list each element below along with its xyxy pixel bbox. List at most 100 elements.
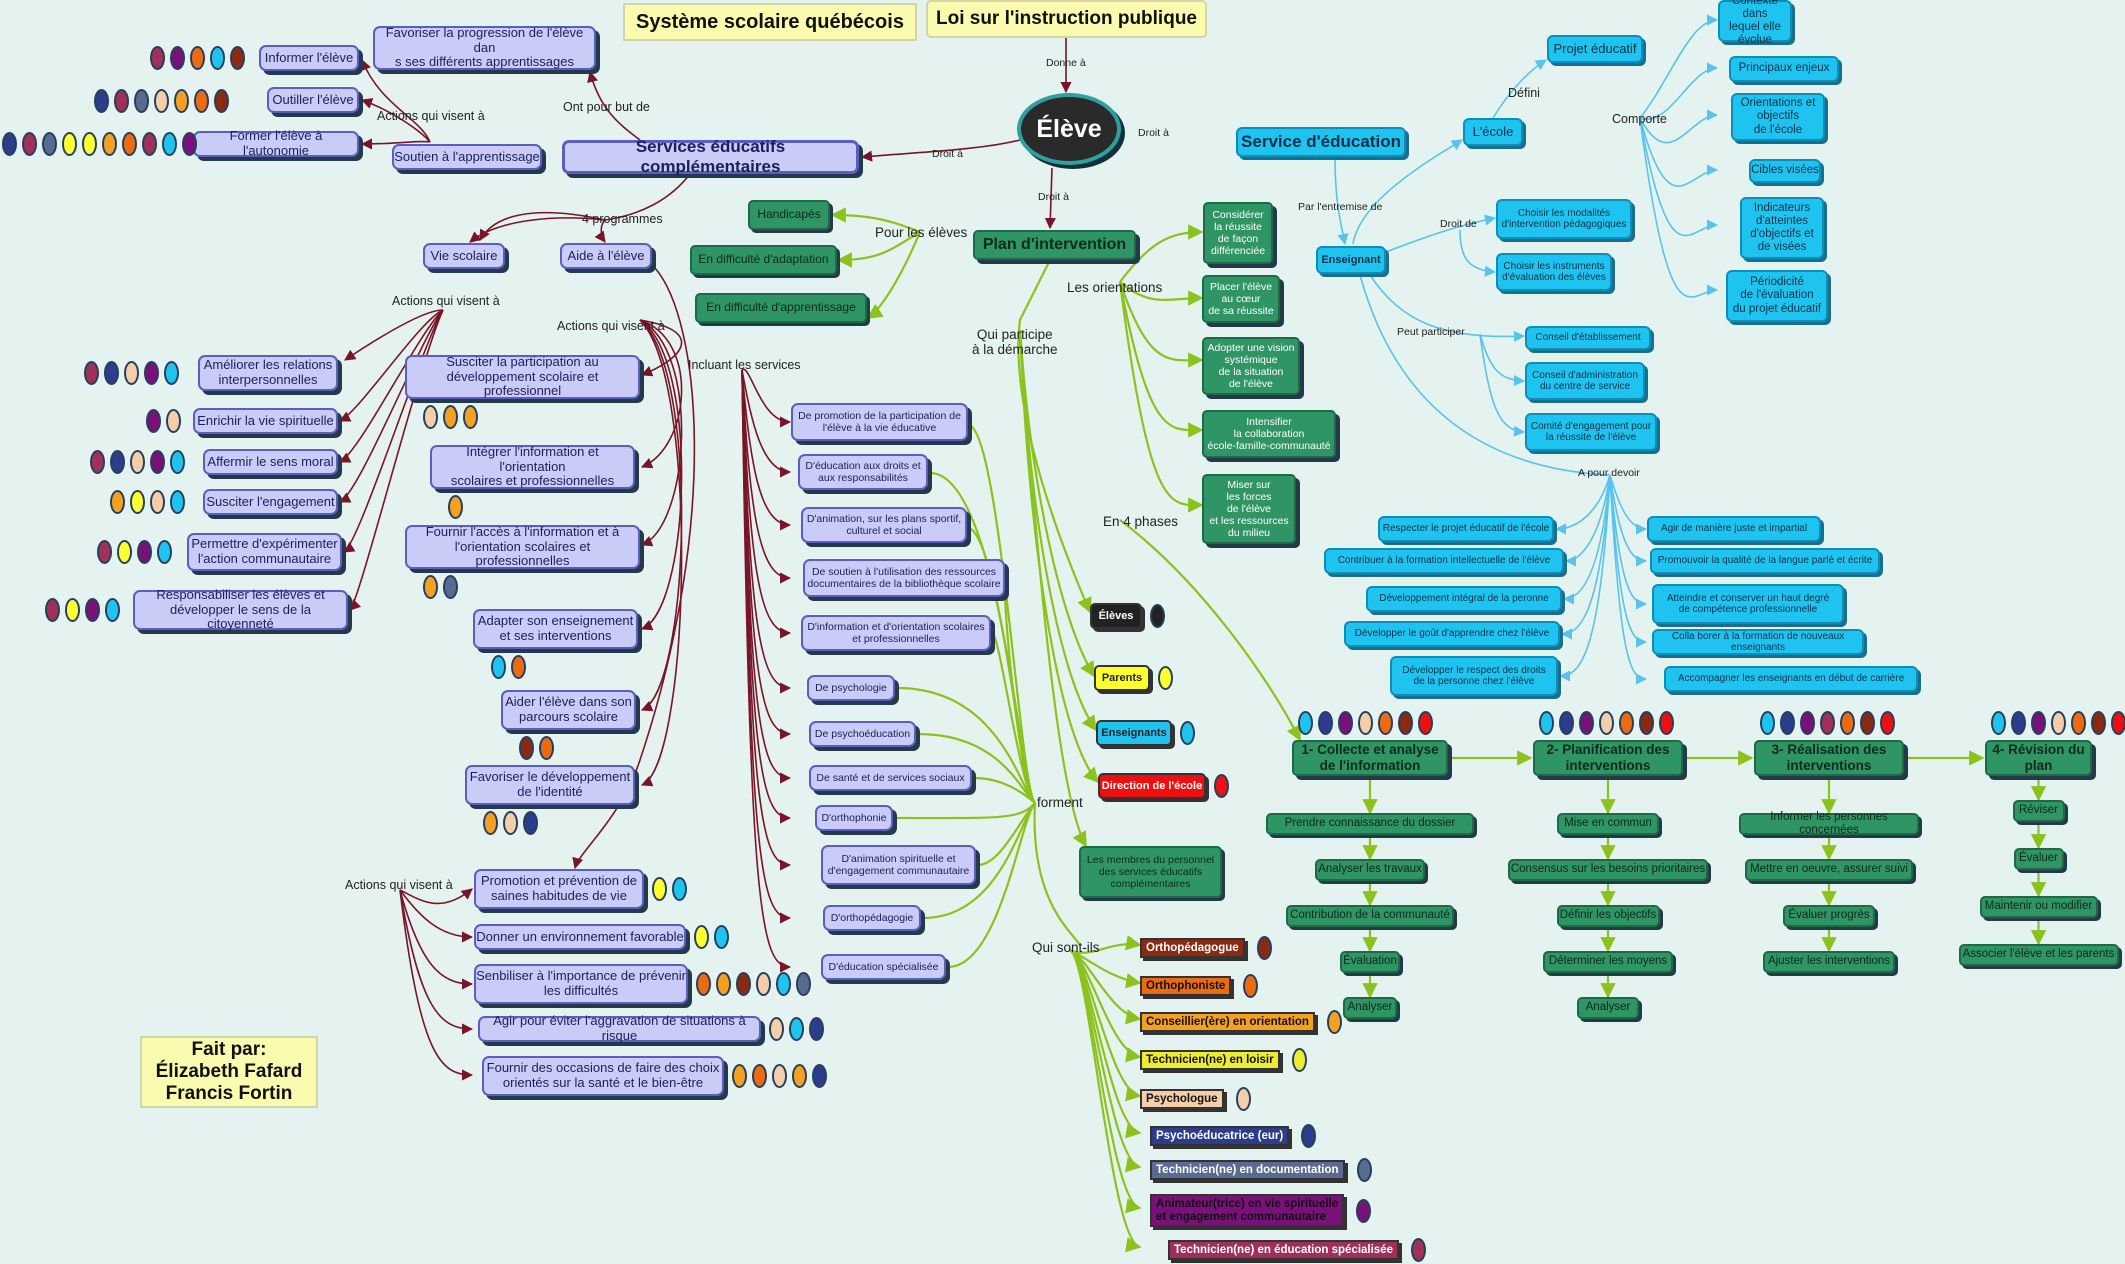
service-complementaire[interactable]: De psychologie	[807, 675, 895, 701]
service-complementaire[interactable]: D'orthopédagogie	[823, 905, 921, 931]
phase-step[interactable]: Analyser les travaux	[1315, 859, 1425, 881]
service-complementaire[interactable]: De psychoéducation	[809, 721, 916, 747]
devoir-enseignant[interactable]: Développement intégral de la peronne	[1366, 586, 1562, 612]
devoir-enseignant[interactable]: Contribuer à la formation intellectuelle…	[1324, 548, 1564, 574]
enseignant-node[interactable]: Enseignant	[1316, 246, 1386, 274]
phase-step[interactable]: Consensus sur les besoins prioritaires	[1508, 859, 1708, 881]
vie-scolaire-action[interactable]: Permettre d'expérimenter l'action commun…	[187, 533, 342, 571]
phase-step[interactable]: Associer l'élève et les parents	[1958, 944, 2119, 966]
phase-step[interactable]: Prendre connaissance du dossier	[1266, 813, 1474, 835]
participant[interactable]: Direction de l'école	[1098, 773, 1206, 799]
orientation[interactable]: Miser sur les forces de l'élève et les r…	[1202, 474, 1296, 544]
participant[interactable]: Enseignants	[1096, 720, 1172, 746]
professional-label[interactable]: Technicien(ne) en loisir	[1140, 1050, 1280, 1070]
phase-step[interactable]: Analyser	[1343, 997, 1397, 1019]
phase-step[interactable]: Mettre en oeuvre, assurer suivi	[1745, 859, 1913, 881]
devoir-enseignant[interactable]: Atteindre et conserver un haut degré de …	[1652, 584, 1844, 624]
service-complementaire[interactable]: De santé et de services sociaux	[809, 765, 972, 791]
phase-step[interactable]: Déterminer les moyens	[1543, 951, 1673, 973]
eleve-node[interactable]: Élève	[1017, 93, 1121, 165]
service-complementaire[interactable]: D'animation, sur les plans sportif, cult…	[801, 507, 967, 543]
aide-eleve-action[interactable]: Intégrer l'information et l'orientation …	[430, 444, 635, 489]
phase-step[interactable]: Analyser	[1577, 997, 1639, 1019]
eleve-type[interactable]: En difficulté d'apprentissage	[695, 293, 867, 323]
instance-participation[interactable]: Conseil d'administration du centre de se…	[1525, 362, 1645, 400]
phase-step[interactable]: Maintenir ou modifier	[1979, 896, 2098, 918]
phase-step[interactable]: Réviser	[2012, 800, 2065, 822]
aide-eleve-action[interactable]: Fournir l'accès à l'information et à l'o…	[405, 524, 640, 569]
services-complementaires-node[interactable]: Services éducatifs complémentaires	[562, 137, 859, 176]
professional-label[interactable]: Orthophoniste	[1140, 976, 1232, 996]
vie-scolaire-action[interactable]: Améliorer les relations interpersonnelle…	[198, 355, 338, 391]
projet-item[interactable]: Cibles visées	[1749, 159, 1821, 183]
professional-label[interactable]: Psychologue	[1140, 1089, 1224, 1109]
orientation[interactable]: Intensifier la collaboration école-famil…	[1202, 410, 1336, 458]
bottom-action[interactable]: Agir pour éviter l'aggravation de situat…	[478, 1013, 761, 1043]
professional-label[interactable]: Technicien(ne) en documentation	[1150, 1160, 1345, 1180]
orientation[interactable]: Adopter une vision systémique de la situ…	[1202, 337, 1300, 395]
service-complementaire[interactable]: D'éducation aux droits et aux responsabi…	[798, 454, 928, 490]
devoir-enseignant[interactable]: Accompagner les enseignants en début de …	[1664, 666, 1918, 692]
participant[interactable]: Élèves	[1090, 603, 1142, 629]
phase-node[interactable]: 3- Réalisation des interventions	[1754, 740, 1904, 776]
aide-eleve-action[interactable]: Adapter son enseignement et ses interven…	[473, 609, 638, 649]
professional-label[interactable]: Animateur(trice) en vie spirituelle et e…	[1150, 1194, 1345, 1228]
orientation[interactable]: Placer l'élève au cœur de sa réussite	[1202, 275, 1280, 323]
professional-label[interactable]: Technicien(ne) en éducation spécialisée	[1168, 1240, 1399, 1260]
aide-eleve-action[interactable]: Aider l'élève dans son parcours scolaire	[501, 690, 636, 730]
devoir-enseignant[interactable]: Développer le respect des droits de la p…	[1390, 656, 1558, 696]
vie-scolaire-action[interactable]: Responsabiliser les élèves et développer…	[133, 587, 348, 631]
aide-eleve-action[interactable]: Susciter la participation au développeme…	[405, 354, 640, 399]
service-complementaire[interactable]: D'animation spirituelle et d'engagement …	[821, 845, 976, 885]
former-eleve-node[interactable]: Former l'élève à l'autonomie	[193, 128, 359, 158]
service-complementaire[interactable]: D'orthophonie	[815, 805, 893, 831]
outiller-eleve-node[interactable]: Outiller l'élève	[267, 87, 359, 113]
projet-item[interactable]: Orientations et objectifs de l'école	[1731, 93, 1825, 141]
projet-item[interactable]: Indicateurs d'atteintes d'objectifs et d…	[1740, 197, 1824, 259]
professional-label[interactable]: Orthopédagogue	[1140, 938, 1245, 958]
droit-enseignant[interactable]: Choisir les instruments d'évaluation des…	[1496, 253, 1612, 291]
favoriser-progression-node[interactable]: Favoriser la progression de l'élève dan …	[373, 25, 596, 70]
devoir-enseignant[interactable]: Promouvoir la qualité de la langue parlé…	[1650, 548, 1880, 574]
phase-node[interactable]: 1- Collecte et analyse de l'information	[1292, 740, 1448, 776]
professional-label[interactable]: Psychoéducatrice (eur)	[1150, 1126, 1290, 1146]
aide-eleve-action[interactable]: Favoriser le développement de l'identité	[465, 765, 635, 805]
vie-scolaire-node[interactable]: Vie scolaire	[423, 243, 505, 269]
ecole-node[interactable]: L'école	[1463, 118, 1523, 146]
instance-participation[interactable]: Comité d'engagement pour la réussite de …	[1525, 413, 1657, 451]
projet-item[interactable]: Contexte dans lequel elle évolue	[1718, 0, 1792, 46]
vie-scolaire-action[interactable]: Affermir le sens moral	[203, 449, 338, 475]
phase-node[interactable]: 4- Révision du plan	[1985, 740, 2092, 776]
aide-eleve-node[interactable]: Aide à l'élève	[560, 243, 652, 269]
professional-label[interactable]: Conseillier(ère) en orientation	[1140, 1012, 1315, 1032]
participant[interactable]: Parents	[1094, 665, 1150, 691]
devoir-enseignant[interactable]: Respecter le projet éducatif de l'école	[1378, 516, 1554, 542]
phase-step[interactable]: Évaluer progrès	[1783, 905, 1875, 927]
service-education-node[interactable]: Service d'éducation	[1236, 127, 1406, 157]
service-complementaire[interactable]: D'éducation spécialisée	[821, 954, 946, 980]
phase-step[interactable]: Définir les objectifs	[1556, 905, 1660, 927]
vie-scolaire-action[interactable]: Enrichir la vie spirituelle	[193, 408, 338, 434]
phase-step[interactable]: Évaluation	[1340, 951, 1400, 973]
phase-step[interactable]: Ajuster les interventions	[1763, 951, 1895, 973]
service-complementaire[interactable]: De soutien à l'utilisation des ressource…	[803, 559, 1005, 597]
informer-eleve-node[interactable]: Informer l'élève	[259, 45, 359, 71]
bottom-action[interactable]: Donner un environnement favorable	[474, 924, 686, 950]
projet-item[interactable]: Périodicité de l'évaluation du projet éd…	[1726, 270, 1828, 322]
projet-educatif-node[interactable]: Projet éducatif	[1547, 35, 1643, 63]
phase-step[interactable]: Contribution de la communauté	[1286, 905, 1454, 927]
eleve-type[interactable]: Handicapés	[748, 200, 830, 230]
bottom-action[interactable]: Fournir des occasions de faire des choix…	[482, 1056, 724, 1096]
orientation[interactable]: Considérer la réussite de façon différen…	[1203, 202, 1273, 264]
projet-item[interactable]: Principaux enjeux	[1729, 56, 1839, 82]
devoir-enseignant[interactable]: Agir de manière juste et impartial	[1647, 516, 1821, 542]
instance-participation[interactable]: Conseil d'établissement	[1525, 326, 1651, 350]
devoir-enseignant[interactable]: Développer le goût d'apprendre chez l'él…	[1344, 621, 1560, 647]
phase-step[interactable]: Informer les personnes concernées	[1739, 811, 1919, 836]
bottom-action[interactable]: Senbiliser à l'importance de prévenir le…	[474, 964, 688, 1004]
eleve-type[interactable]: En difficulté d'adaptation	[690, 245, 837, 275]
plan-intervention-node[interactable]: Plan d'intervention	[973, 230, 1136, 260]
membres-personnel-node[interactable]: Les membres du personnel des services éd…	[1079, 846, 1222, 898]
phase-step[interactable]: Mise en commun	[1557, 813, 1659, 835]
bottom-action[interactable]: Promotion et prévention de saines habitu…	[474, 869, 644, 909]
